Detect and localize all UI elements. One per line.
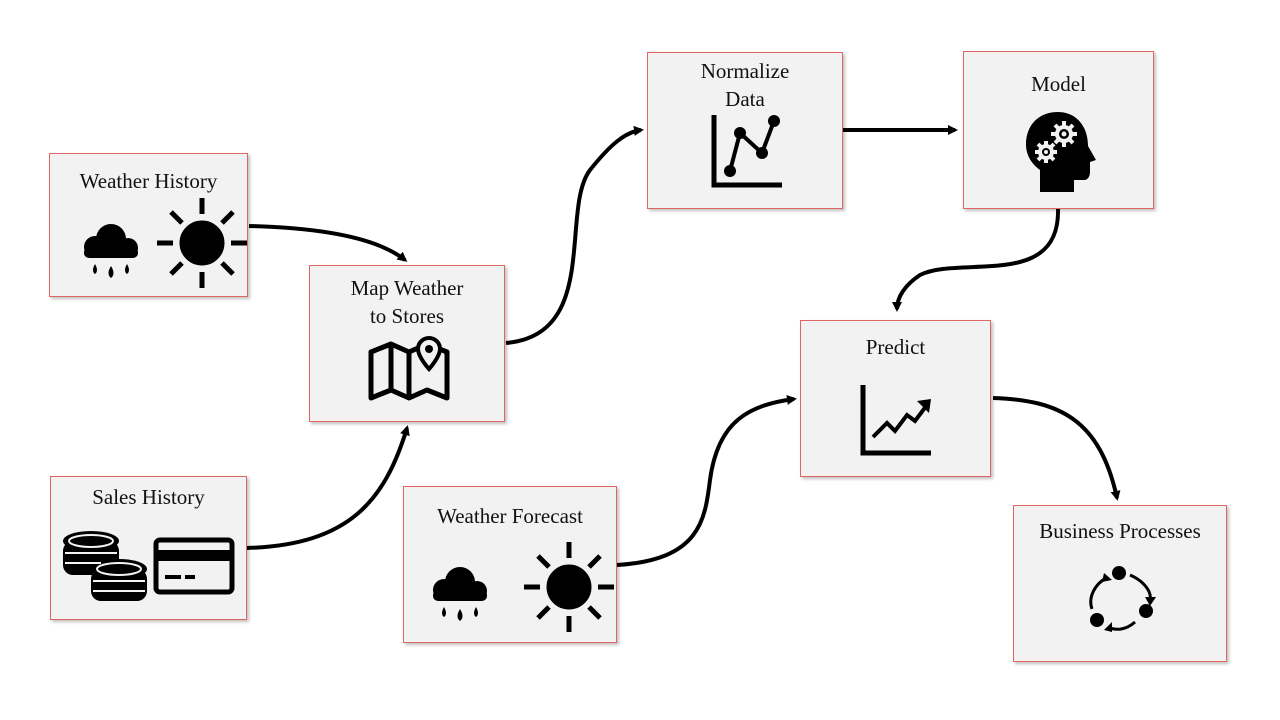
map-weather-box: Map Weather to Stores: [309, 265, 505, 422]
head-gears-icon: [1026, 112, 1096, 192]
arrow-sales-history-to-map: [246, 425, 410, 550]
map-pin-icon: [368, 336, 450, 401]
normalize-data-box: Normalize Data: [647, 52, 843, 209]
business-processes-title: Business Processes: [1039, 519, 1201, 543]
trend-up-chart-icon: [860, 385, 931, 456]
arrow-forecast-to-predict: [616, 394, 797, 567]
predict-box: Predict: [800, 320, 991, 477]
weather-forecast-title: Weather Forecast: [437, 504, 583, 528]
credit-card-icon: [153, 537, 235, 595]
sun-icon: [524, 542, 614, 632]
model-title: Model: [1031, 72, 1086, 96]
sun-icon: [157, 198, 247, 288]
weather-history-title: Weather History: [79, 169, 218, 193]
arrow-map-to-normalize: [505, 125, 644, 345]
rain-cloud-icon: [433, 567, 487, 621]
line-chart-icon: [711, 115, 782, 188]
business-processes-box: Business Processes: [1013, 505, 1227, 662]
predict-title: Predict: [865, 335, 926, 359]
arrow-weather-history-to-map: [248, 224, 408, 262]
normalize-data-title: Normalize Data: [700, 59, 790, 111]
cycle-icon: [1089, 566, 1156, 632]
coin-stack-icon: [63, 531, 147, 601]
sales-history-box: Sales History: [50, 476, 247, 620]
model-box: Model: [963, 51, 1154, 209]
weather-history-box: Weather History: [49, 153, 248, 297]
arrow-predict-to-business: [992, 396, 1121, 501]
sales-history-title: Sales History: [92, 485, 205, 509]
rain-cloud-icon: [84, 224, 138, 278]
map-weather-title: Map Weather to Stores: [350, 276, 464, 328]
weather-forecast-box: Weather Forecast: [403, 486, 617, 643]
arrow-model-to-predict: [892, 208, 1061, 312]
